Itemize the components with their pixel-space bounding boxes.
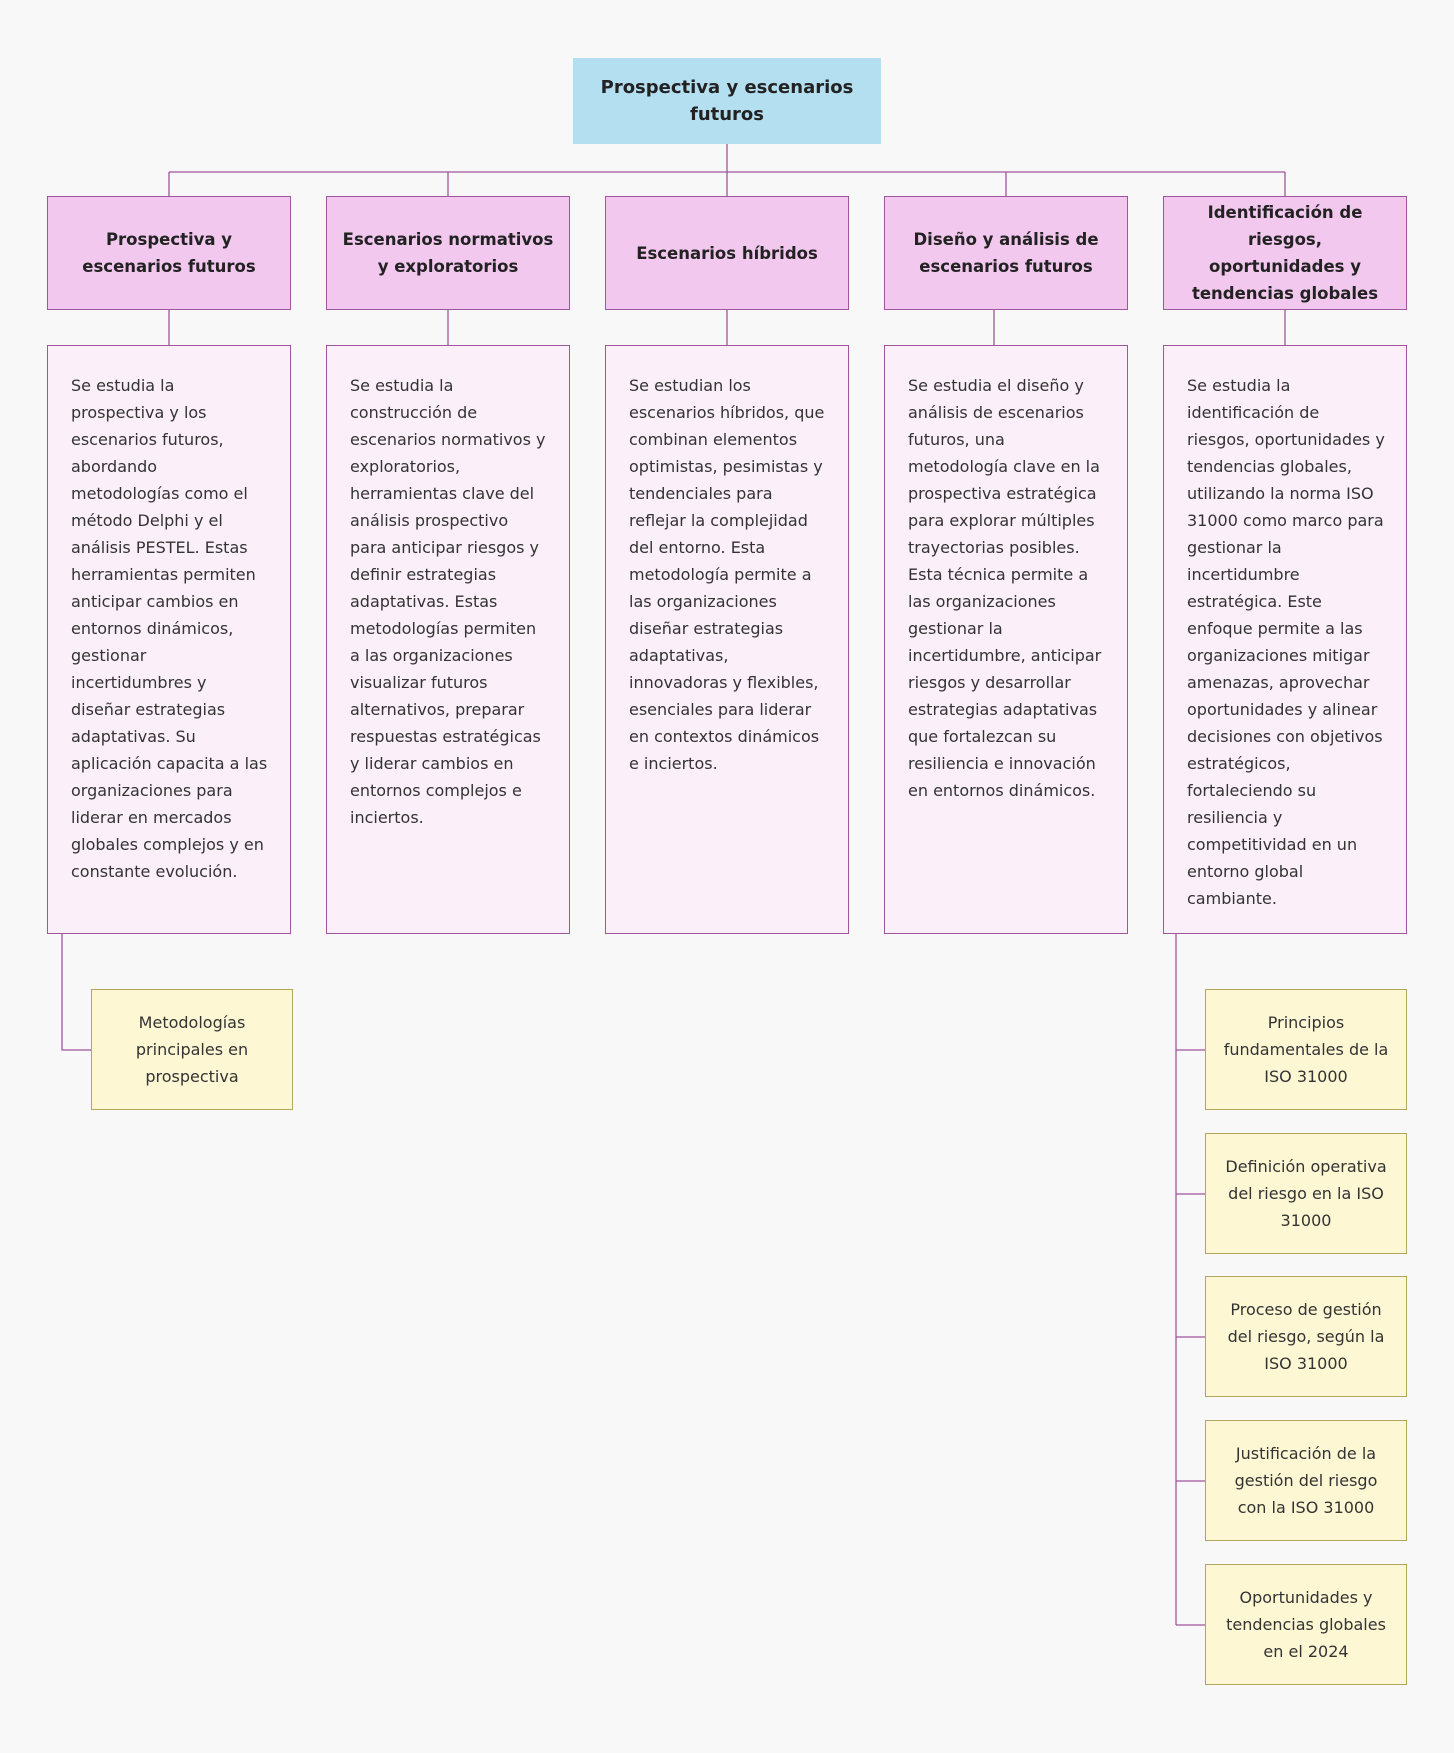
description-text: Se estudia el diseño y análisis de escen… <box>908 376 1102 800</box>
subtopic-label: Oportunidades y tendencias globales en e… <box>1226 1588 1386 1661</box>
root-node: Prospectiva y escenarios futuros <box>573 58 881 144</box>
heading-node-5: Identificación de riesgos, oportunidades… <box>1163 196 1407 310</box>
root-label: Prospectiva y escenarios futuros <box>600 77 854 125</box>
subtopic-node-5-2: Definición operativa del riesgo en la IS… <box>1205 1133 1407 1254</box>
subtopic-label: Proceso de gestión del riesgo, según la … <box>1227 1300 1385 1373</box>
heading-node-4: Diseño y análisis de escenarios futuros <box>884 196 1128 310</box>
heading-label: Escenarios híbridos <box>636 243 818 263</box>
subtopic-node-1-1: Metodologías principales en prospectiva <box>91 989 293 1110</box>
description-text: Se estudia la prospectiva y los escenari… <box>71 376 268 881</box>
subtopic-node-5-3: Proceso de gestión del riesgo, según la … <box>1205 1276 1407 1397</box>
heading-label: Diseño y análisis de escenarios futuros <box>913 230 1099 276</box>
description-node-5: Se estudia la identificación de riesgos,… <box>1163 345 1407 934</box>
description-node-4: Se estudia el diseño y análisis de escen… <box>884 345 1128 934</box>
description-node-1: Se estudia la prospectiva y los escenari… <box>47 345 291 934</box>
description-text: Se estudia la identificación de riesgos,… <box>1187 376 1385 908</box>
description-node-3: Se estudian los escenarios híbridos, que… <box>605 345 849 934</box>
subtopic-node-5-4: Justificación de la gestión del riesgo c… <box>1205 1420 1407 1541</box>
subtopic-node-5-5: Oportunidades y tendencias globales en e… <box>1205 1564 1407 1685</box>
connector-sub-1-1 <box>61 934 91 1051</box>
heading-label: Prospectiva y escenarios futuros <box>82 230 256 276</box>
subtopic-label: Principios fundamentales de la ISO 31000 <box>1223 1013 1389 1086</box>
subtopic-label: Justificación de la gestión del riesgo c… <box>1234 1444 1378 1517</box>
description-text: Se estudia la construcción de escenarios… <box>350 376 546 827</box>
heading-node-1: Prospectiva y escenarios futuros <box>47 196 291 310</box>
subtopic-label: Definición operativa del riesgo en la IS… <box>1225 1157 1387 1230</box>
subtopic-label: Metodologías principales en prospectiva <box>135 1013 249 1086</box>
heading-label: Identificación de riesgos, oportunidades… <box>1191 203 1379 303</box>
heading-label: Escenarios normativos y exploratorios <box>342 230 554 276</box>
subtopic-node-5-1: Principios fundamentales de la ISO 31000 <box>1205 989 1407 1110</box>
description-text: Se estudian los escenarios híbridos, que… <box>629 376 825 773</box>
heading-node-2: Escenarios normativos y exploratorios <box>326 196 570 310</box>
description-node-2: Se estudia la construcción de escenarios… <box>326 345 570 934</box>
heading-node-3: Escenarios híbridos <box>605 196 849 310</box>
